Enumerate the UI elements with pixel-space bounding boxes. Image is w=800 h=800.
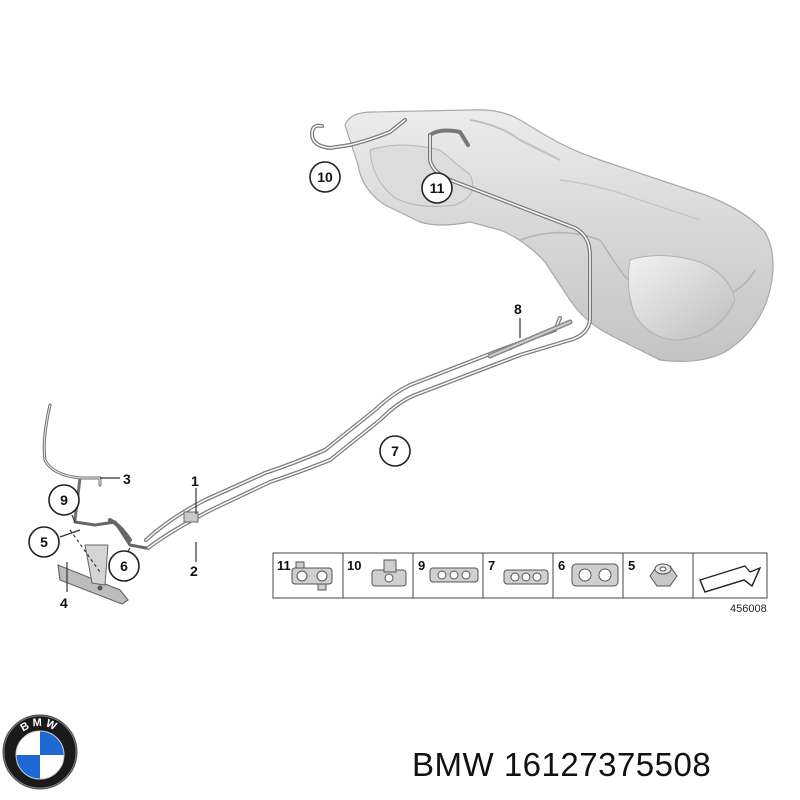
callout-10-label: 10: [317, 169, 333, 185]
callout-3-label: 3: [123, 471, 131, 487]
fuel-lines: [42, 118, 592, 550]
clip-triple-small-icon: [503, 569, 549, 585]
part-caption: BMW 16127375508: [412, 740, 792, 790]
legend-item-10: 10: [347, 558, 407, 587]
leader-lines: [59, 318, 521, 592]
legend-item-9-label: 9: [418, 558, 425, 573]
callout-5-label: 5: [40, 534, 48, 550]
callout-10: 10: [309, 161, 341, 193]
nut-icon: [649, 563, 678, 587]
clip-triple-icon: [429, 567, 479, 583]
legend-item-5: 5: [628, 558, 678, 587]
legend-item-10-label: 10: [347, 558, 361, 573]
fuel-tank: [344, 109, 774, 362]
callout-7: 7: [379, 435, 411, 467]
legend-item-5-label: 5: [628, 558, 635, 573]
callout-9-label: 9: [60, 492, 68, 508]
callout-11-label: 11: [430, 180, 445, 196]
callout-2-label: 2: [190, 563, 198, 579]
callout-8-label: 8: [514, 301, 522, 317]
part-1-clip: [183, 511, 199, 523]
caption-part-number: 16127375508: [503, 746, 712, 783]
callout-11: 11: [421, 172, 453, 204]
forward-arrow-icon: [699, 565, 762, 593]
callout-4-label: 4: [60, 595, 68, 611]
part-4-bracket: [57, 544, 129, 605]
bmw-logo: BMW: [2, 714, 78, 790]
clip-double-large-icon: [571, 563, 619, 587]
callout-6: 6: [108, 550, 140, 582]
callout-7-label: 7: [391, 443, 399, 459]
legend-item-arrow: [699, 565, 762, 593]
legend-item-7: 7: [488, 558, 549, 585]
legend-item-7-label: 7: [488, 558, 495, 573]
legend-item-9: 9: [418, 558, 479, 583]
caption-brand: BMW: [412, 746, 495, 783]
part-8-strip: [487, 319, 573, 359]
diagram-number: 456008: [730, 603, 767, 615]
parts-legend: 11 10 9: [272, 552, 768, 615]
callout-9: 9: [48, 484, 80, 516]
clip-double-icon: [291, 561, 333, 591]
legend-item-11-label: 11: [277, 558, 291, 573]
callout-1-label: 1: [191, 473, 199, 489]
callout-6-label: 6: [120, 558, 128, 574]
bmw-logo-text: BMW: [19, 717, 59, 735]
callout-5: 5: [28, 526, 60, 558]
legend-item-6-label: 6: [558, 558, 565, 573]
legend-item-6: 6: [558, 558, 619, 587]
clip-single-icon: [371, 559, 407, 587]
bmw-logo-letters: BMW: [19, 717, 62, 735]
legend-item-11: 11: [277, 558, 333, 591]
